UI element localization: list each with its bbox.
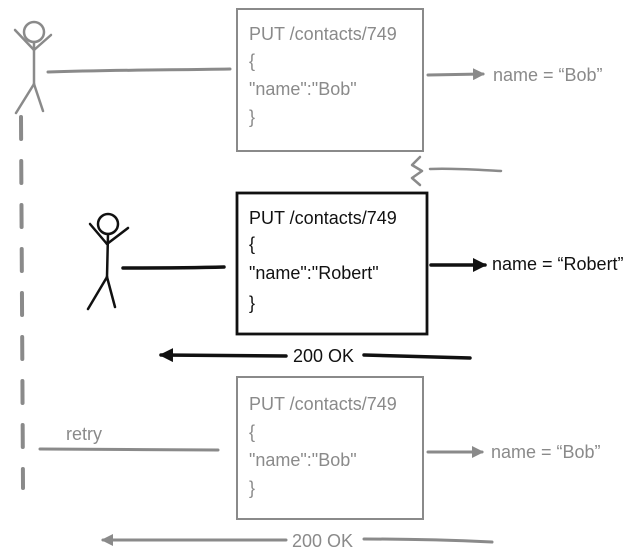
request-2-line-2: { [249,234,255,254]
response-1-arrow-head [159,348,288,363]
response-2-arrow-tail [362,537,494,544]
request-2-line-1: PUT /contacts/749 [249,208,397,228]
request-3-line-2: { [249,422,255,442]
request-1-result-arrow [426,68,485,81]
request-2-box [235,191,429,336]
request-1-result: name = “Bob” [493,65,603,85]
request-3-result: name = “Bob” [491,442,601,462]
request-3-connector [38,447,220,452]
request-1-line-2: { [249,51,255,71]
request-3-line-4: } [249,478,255,498]
request-3-line-1: PUT /contacts/749 [249,394,397,414]
request-2-result: name = “Robert” [492,254,624,274]
response-2-label: 200 OK [292,531,353,551]
request-2-line-3: "name":"Robert" [249,263,379,283]
request-3-line-3: "name":"Bob" [249,450,357,470]
request-1: PUT /contacts/749 { "name":"Bob" } name … [46,8,603,152]
request-1-connector [46,67,232,74]
response-1-label: 200 OK [293,346,354,366]
request-1-line-3: "name":"Bob" [249,79,357,99]
delay-squiggle-icon [410,155,503,187]
request-1-box [236,8,424,152]
response-1-arrow-tail [362,353,472,360]
request-1-line-4: } [249,107,255,127]
request-3-box [236,376,424,520]
actor-lifeline [19,115,25,490]
request-1-line-1: PUT /contacts/749 [249,24,397,44]
response-1: 200 OK [159,346,472,366]
response-2: 200 OK [101,531,494,551]
request-3: retry PUT /contacts/749 { "name":"Bob" }… [38,376,601,520]
request-2-connector [121,265,226,270]
stick-figure-icon [86,212,130,311]
request-2: PUT /contacts/749 { "name":"Robert" } na… [121,191,624,336]
stick-figure-icon [13,20,53,115]
retry-label: retry [66,424,102,444]
request-2-line-4: } [249,293,255,313]
